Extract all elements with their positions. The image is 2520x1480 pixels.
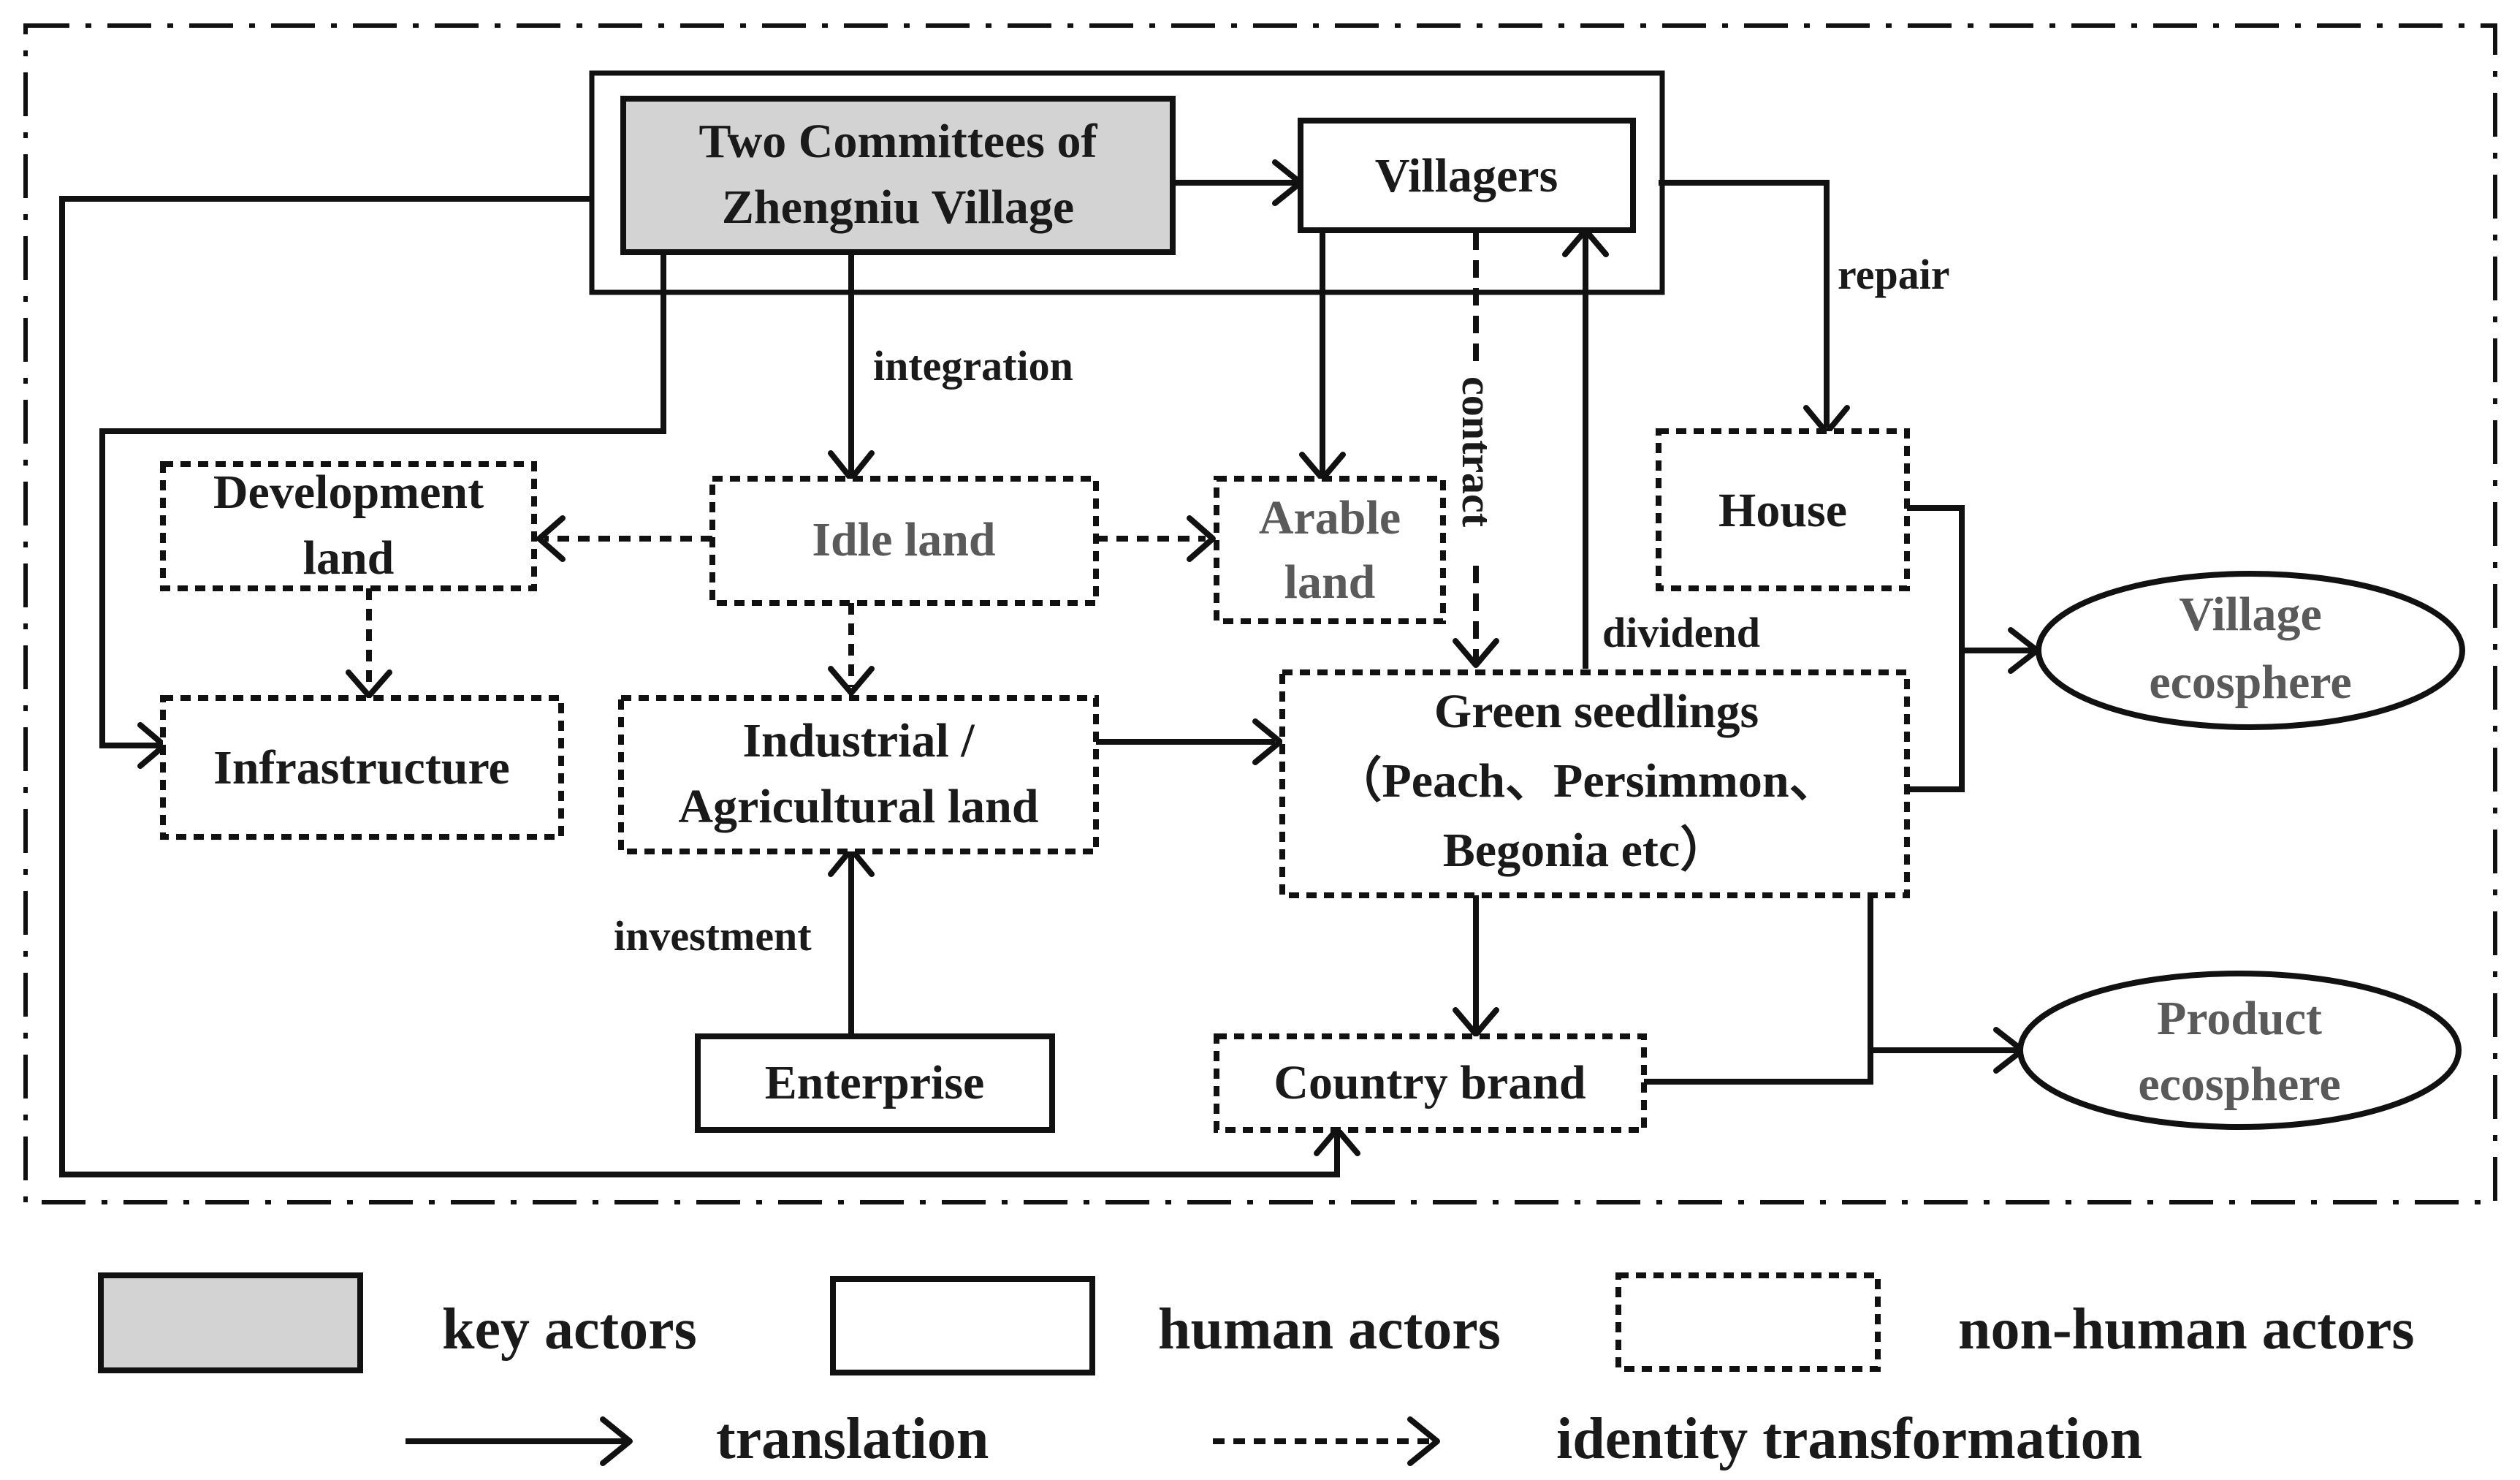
key-actors-group-frame: [589, 70, 1665, 295]
arrowheads: [137, 159, 2040, 1156]
green-seedlings-box: [1279, 669, 1910, 898]
arrowhead-development-land: [536, 515, 566, 562]
legend-non-human-actors-label: non-human actors: [1958, 1297, 2415, 1362]
legend-non-human-actors-swatch: [1615, 1272, 1881, 1372]
product-ecosphere-ellipse: [2017, 971, 2462, 1130]
legend-translation-label: translation: [716, 1407, 989, 1471]
infrastructure-box: [160, 695, 564, 840]
industrial-land-box: [618, 695, 1099, 854]
edge-repair: [1659, 180, 1830, 428]
house-label: House: [1718, 484, 1847, 537]
repair-label: repair: [1838, 251, 1950, 298]
identity-lines: [366, 536, 1206, 691]
contract-label-backdrop: [1458, 369, 1496, 561]
arrowhead-seedlings-contract: [1453, 638, 1499, 668]
arrowhead-infrastructure-identity: [346, 669, 392, 699]
villagers-label: Villagers: [1375, 149, 1558, 202]
legend-key-actors-swatch: [98, 1272, 363, 1373]
idle-land-label: Idle land: [812, 513, 995, 566]
committees-label-line2: Zhengniu Village: [722, 181, 1074, 234]
edge-house-ecosphere: [1907, 505, 1965, 792]
village-ecosphere-label-line2: ecosphere: [2149, 656, 2351, 709]
investment-label: investment: [614, 912, 812, 960]
country-brand-box: [1214, 1033, 1647, 1133]
edge-brand-product: [1644, 895, 1873, 1085]
idle-land-box: [709, 476, 1099, 606]
arable-land-label-line1: Arable: [1259, 491, 1401, 544]
dividend-label: dividend: [1602, 609, 1760, 656]
arrowhead-arable-identity: [1187, 515, 1216, 562]
arable-land-label-line2: land: [1284, 555, 1376, 609]
edge-committees-country-brand: [59, 196, 1340, 1177]
villagers-box: [1298, 118, 1636, 233]
arrowhead-country-brand-top: [1453, 1007, 1499, 1037]
enterprise-label: Enterprise: [765, 1056, 985, 1109]
country-brand-label: Country brand: [1274, 1056, 1586, 1109]
enterprise-box: [695, 1033, 1055, 1133]
legend-identity-arrowhead: [1407, 1416, 1440, 1466]
development-land-label-line2: land: [303, 531, 395, 585]
product-ecosphere-label-line2: ecosphere: [2138, 1058, 2340, 1111]
committees-label-line1: Two Committees of: [699, 115, 1098, 168]
legend-human-actors-swatch: [830, 1276, 1095, 1375]
development-land-label-line1: Development: [213, 466, 484, 519]
translation-lines: [59, 180, 2035, 1177]
village-ecosphere-ellipse: [2036, 571, 2465, 730]
arrowhead-industrial-identity: [828, 666, 875, 696]
product-ecosphere-label-line1: Product: [2157, 992, 2322, 1045]
legend-identity-label: identity transformation: [1556, 1407, 2142, 1471]
green-seedlings-label-line3: Begonia etc）: [1443, 823, 1728, 877]
industrial-land-label-line2: Agricultural land: [678, 780, 1038, 833]
village-ecosphere-label-line1: Village: [2179, 588, 2322, 641]
non-human-boxes: [160, 428, 1910, 1133]
industrial-land-label-line1: Industrial /: [742, 714, 975, 767]
contract-label: contract: [1453, 376, 1501, 528]
legend: key actors human actors non-human actors…: [98, 1272, 2415, 1471]
integration-label: integration: [873, 342, 1073, 390]
outer-frame: [23, 23, 2497, 1204]
house-box: [1656, 428, 1910, 591]
legend-key-actors-label: key actors: [442, 1297, 697, 1362]
edge-committees-infrastructure: [99, 252, 666, 748]
infrastructure-label: Infrastructure: [213, 741, 510, 794]
arable-land-box: [1214, 476, 1446, 624]
green-seedlings-label-line2: （Peach、Persimmon、: [1333, 754, 1837, 808]
green-seedlings-label-line1: Green seedlings: [1434, 685, 1759, 738]
legend-human-actors-label: human actors: [1158, 1297, 1501, 1362]
legend-translation-arrowhead: [600, 1416, 633, 1466]
committees-box: [620, 96, 1176, 255]
development-land-box: [160, 461, 537, 591]
arrowhead-seedlings: [1252, 718, 1283, 765]
